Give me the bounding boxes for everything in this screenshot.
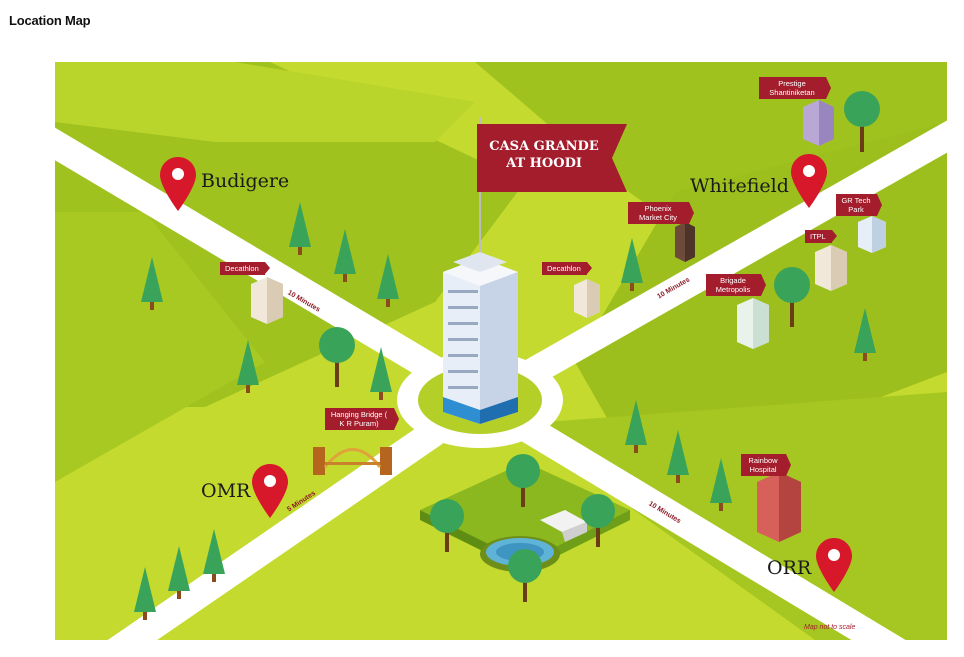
road-whitefield — [508, 120, 947, 395]
road-orr — [517, 415, 906, 640]
landmark-itpl: ITPL — [805, 230, 837, 243]
park-bench — [540, 510, 587, 532]
location-map: CASA GRANDE AT HOODI Budigere Whitefield… — [55, 62, 947, 640]
park — [420, 462, 630, 562]
trees-layer — [134, 91, 886, 620]
project-banner — [477, 124, 627, 192]
landmark-decathlon-center: Decathlon — [542, 262, 592, 275]
landmark-decathlon-west: Decathlon — [220, 262, 270, 275]
place-label-budigere: Budigere — [201, 170, 290, 192]
bridge-icon — [313, 447, 392, 475]
landmark-gr-tech-park: GR Tech Park — [836, 194, 882, 216]
place-label-whitefield: Whitefield — [690, 175, 789, 197]
landmark-hanging-bridge: Hanging Bridge ( K R Puram) — [325, 408, 399, 430]
map-pin-icon — [160, 154, 852, 592]
landmark-phoenix: Phoenix Market City — [628, 202, 694, 224]
road-budigere — [55, 127, 463, 395]
place-label-orr: ORR — [767, 557, 812, 579]
project-name: CASA GRANDE AT HOODI — [479, 138, 609, 172]
page-title: Location Map — [9, 13, 91, 28]
pine-tree-icon — [134, 202, 876, 620]
landmark-brigade: Brigade Metropolis — [706, 274, 766, 296]
building-icon — [251, 100, 886, 542]
map-not-to-scale-note: Map not to scale — [804, 624, 856, 631]
project-name-line2: AT HOODI — [506, 156, 582, 171]
project-name-line1: CASA GRANDE — [489, 139, 599, 154]
round-tree-icon — [319, 91, 880, 602]
landmark-prestige: Prestige Shantiniketan — [759, 77, 831, 99]
landmark-rainbow: Rainbow Hospital — [741, 454, 791, 476]
place-label-omr: OMR — [201, 480, 251, 502]
